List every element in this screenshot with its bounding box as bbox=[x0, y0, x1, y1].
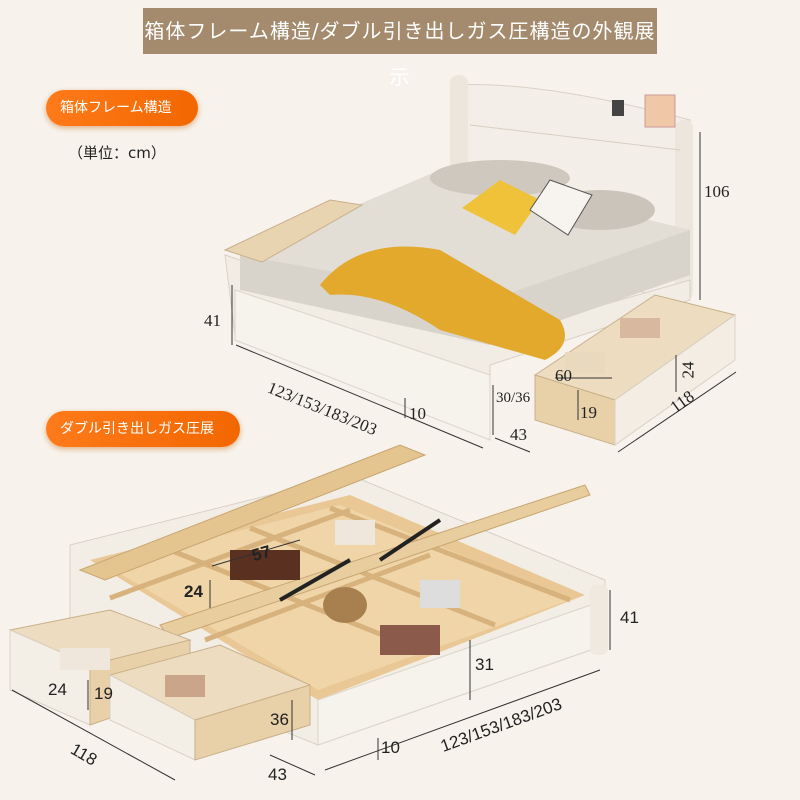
dim-inner-height: 31 bbox=[475, 655, 494, 674]
dim-drawer-side: 24 bbox=[678, 361, 698, 379]
dim-bottom-leg: 10 bbox=[381, 738, 400, 757]
dim-height: 106 bbox=[704, 182, 730, 201]
dim-frame-height: 41 bbox=[204, 311, 221, 330]
page-banner: 箱体フレーム構造/ダブル引き出しガス圧構造の外観展示 bbox=[143, 8, 657, 89]
dim-drawer-inner-height: 19 bbox=[580, 403, 597, 422]
gas-lift-bed-illustration bbox=[8, 444, 608, 761]
dim-drawer-inner-width: 60 bbox=[555, 366, 572, 385]
dim-drawer-depth: 43 bbox=[510, 425, 527, 444]
dim-bottom-drawer-depth: 43 bbox=[268, 765, 287, 784]
dim-leg: 10 bbox=[409, 404, 426, 423]
dim-drawer-height: 30/36 bbox=[496, 390, 531, 406]
dim-bottom-drawer-inner: 19 bbox=[94, 684, 113, 703]
dim-compartment-height: 24 bbox=[184, 582, 203, 601]
dim-bottom-drawer-side: 24 bbox=[48, 680, 67, 699]
bottom-dimension-lines bbox=[11, 539, 611, 781]
dim-bottom-frame-height: 41 bbox=[620, 608, 639, 627]
dim-bottom-drawer-height: 36 bbox=[270, 710, 289, 729]
section-label-box-frame: 箱体フレーム構造 bbox=[46, 90, 198, 126]
top-dimension-lines bbox=[231, 132, 737, 453]
box-frame-bed-illustration bbox=[223, 75, 737, 446]
section-label-gas-lift: ダブル引き出しガス圧展 bbox=[46, 411, 240, 447]
unit-label: （単位：cm） bbox=[68, 144, 166, 162]
